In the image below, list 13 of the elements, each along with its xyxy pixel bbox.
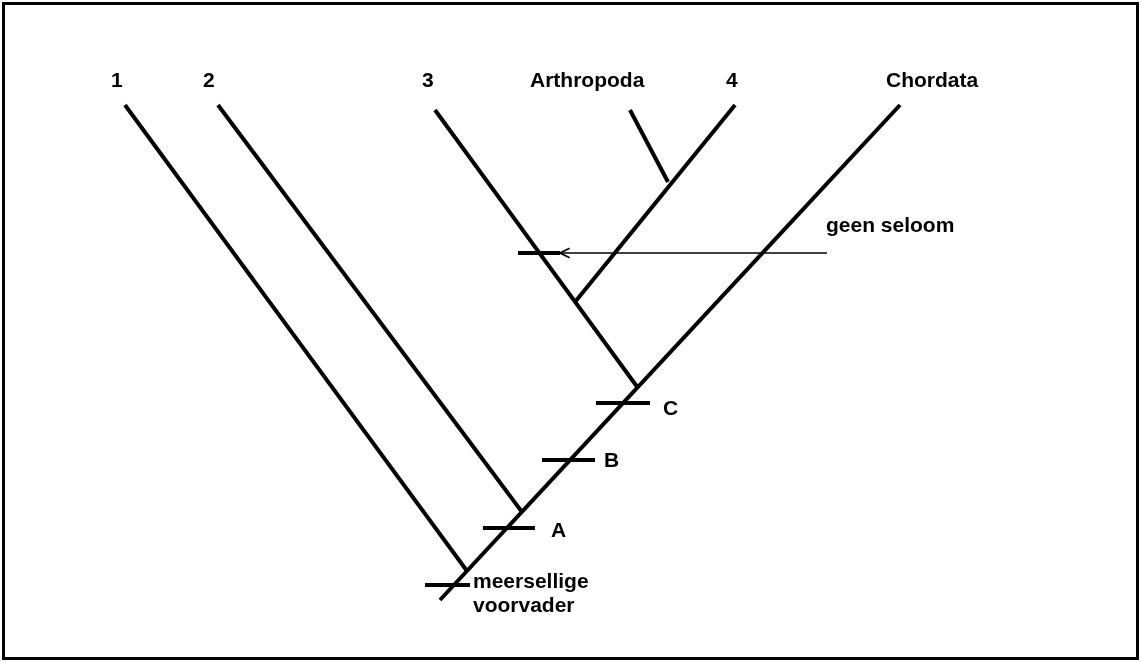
root-label: meersellige voorvader xyxy=(473,569,590,617)
annotation-text: geen seloom xyxy=(826,213,955,253)
arrow xyxy=(559,247,828,259)
marker-letter: B xyxy=(604,448,620,472)
taxon-label: Chordata xyxy=(886,68,979,92)
taxon-label: 2 xyxy=(203,68,215,92)
marker-letter: C xyxy=(663,396,679,420)
taxon-label: 4 xyxy=(726,68,738,92)
taxon-label: 1 xyxy=(111,68,123,92)
taxon-label: Arthropoda xyxy=(530,68,645,92)
marker-letter: A xyxy=(551,518,567,542)
taxon-label: 3 xyxy=(422,68,434,92)
tick-mark xyxy=(518,251,560,255)
